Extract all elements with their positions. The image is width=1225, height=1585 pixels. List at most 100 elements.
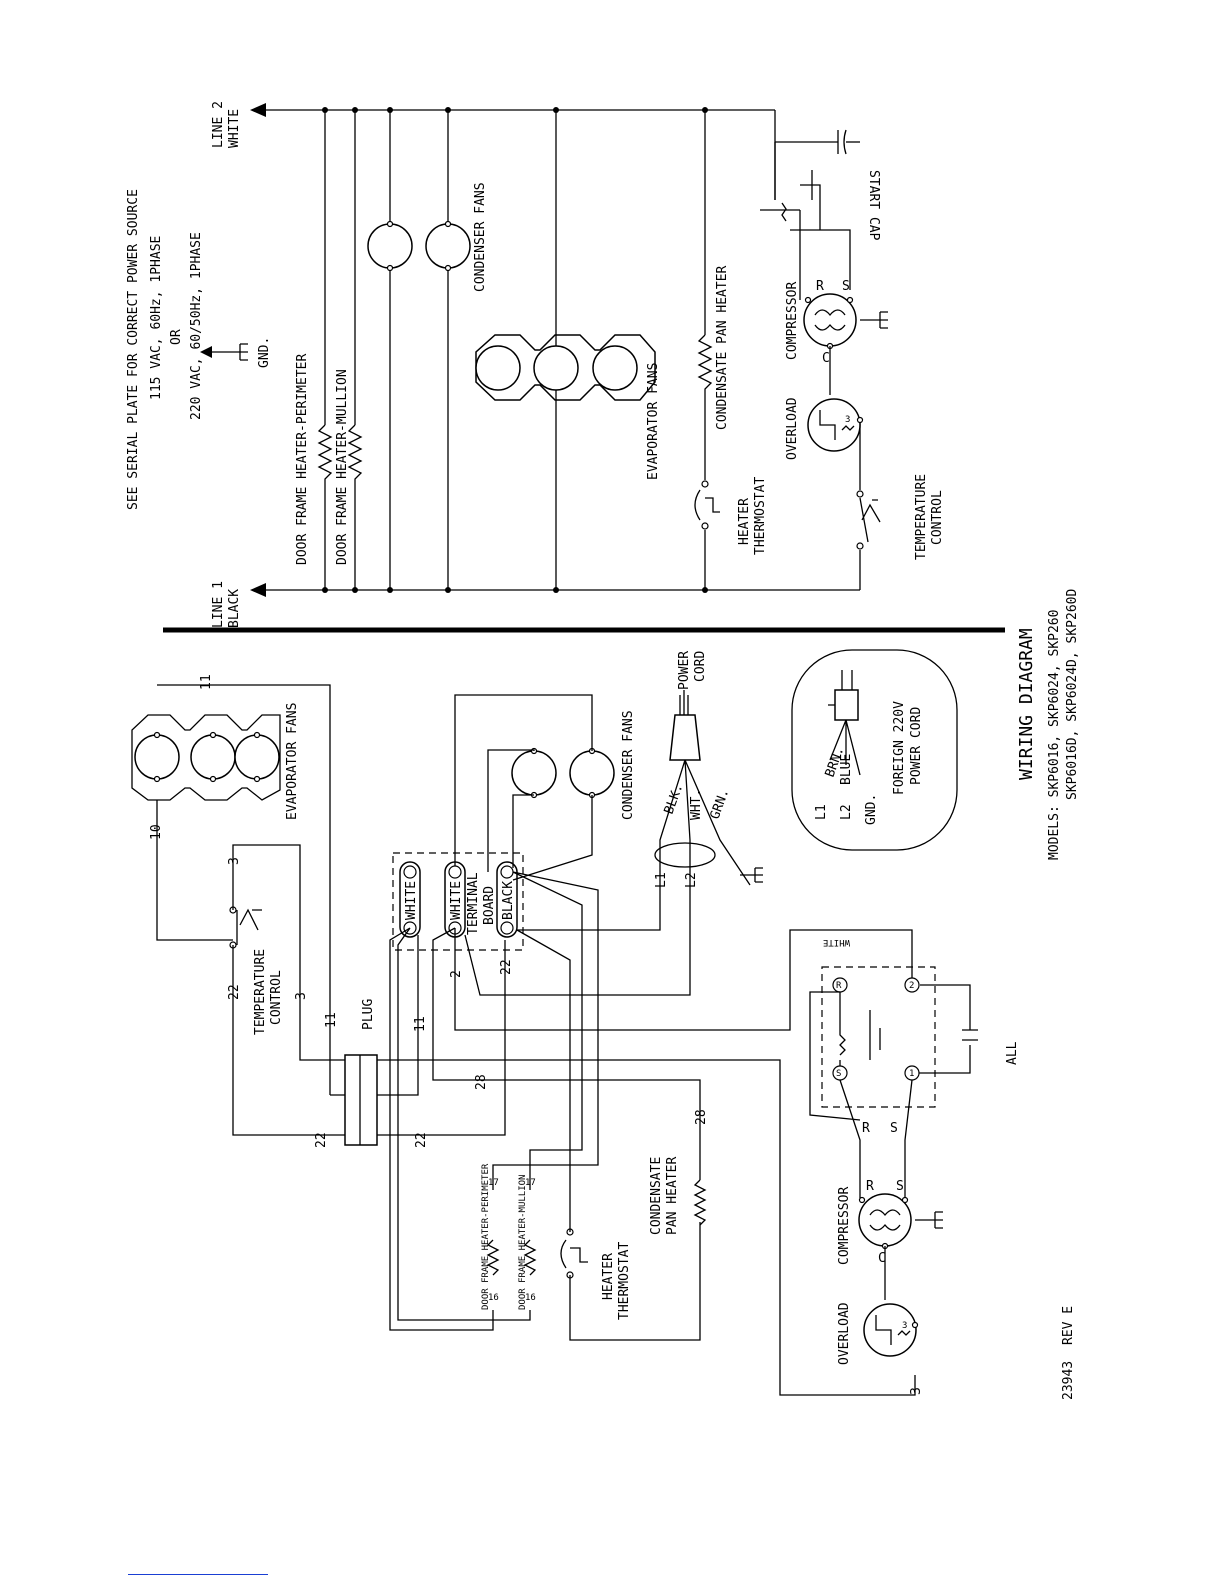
thermostat-label: THERMOSTAT xyxy=(753,477,768,555)
line1-label-a: LINE 1 xyxy=(211,581,226,628)
evaporator-fans: EVAPORATOR FANS xyxy=(475,334,661,480)
tb-white1: WHITE xyxy=(404,881,419,920)
tb-white2: WHITE xyxy=(449,881,464,920)
condenser-fan2-icon xyxy=(425,223,471,269)
foreign-gnd-label: GND. xyxy=(864,794,879,825)
pic-perimeter-heater-icon xyxy=(486,1239,500,1276)
plug-label: PLUG xyxy=(361,999,376,1030)
temp-control-icon xyxy=(859,497,881,543)
heater-label: HEATER xyxy=(737,498,752,545)
relay-frame xyxy=(821,966,936,1108)
tb-black: BLACK xyxy=(501,881,516,920)
pic-l2-label: L2 xyxy=(684,872,699,888)
cord-ground-icon xyxy=(740,867,763,883)
overload-label: OVERLOAD xyxy=(785,397,800,460)
title-block: WIRING DIAGRAM MODELS: SKP6016, SKP6024,… xyxy=(1016,589,1080,1400)
terminal-board-frame xyxy=(392,852,524,951)
power-note-line4: 220 VAC, 60/50Hz, 1PHASE xyxy=(189,232,204,420)
cord-label: CORD xyxy=(693,651,708,682)
foreign-cord-frame xyxy=(791,649,958,851)
models-line1: MODELS: SKP6016, SKP6024, SKP260 xyxy=(1047,610,1062,860)
perimeter-heater-icon xyxy=(317,424,333,495)
models-line2: SKP6016D, SKP6024D, SKP260D xyxy=(1065,589,1080,800)
svg-text:1: 1 xyxy=(909,1069,914,1079)
pic-heater-thermostat-icon xyxy=(560,1239,588,1269)
compressor-label: COMPRESSOR xyxy=(785,282,800,360)
pic-mullion-label: DOOR FRAME HEATER-MULLION xyxy=(518,1175,528,1310)
condenser-fans-label: CONDENSER FANS xyxy=(473,182,488,292)
svg-text:28: 28 xyxy=(474,1074,489,1090)
svg-text:11: 11 xyxy=(199,674,214,690)
power-note-line2: 115 VAC, 60Hz, 1PHASE xyxy=(149,236,164,400)
grn-label: GRN. xyxy=(708,787,733,822)
pic-evaporator-label: EVAPORATOR FANS xyxy=(285,703,300,820)
junction-dots xyxy=(322,107,708,593)
mullion-heater-icon xyxy=(347,424,363,495)
door-frame-heaters: DOOR FRAME HEATER-PERIMETER DOOR FRAME H… xyxy=(295,354,365,565)
comp-s-label: S xyxy=(842,279,850,294)
power-cord-plug-icon xyxy=(669,714,701,761)
pan-heater-icon xyxy=(697,334,713,405)
power-note-gnd: GND. xyxy=(257,337,272,368)
all-label: ALL xyxy=(1005,1041,1020,1065)
svg-text:2: 2 xyxy=(449,970,464,978)
svg-text:22: 22 xyxy=(499,959,514,975)
footer-underline xyxy=(128,1574,268,1575)
pic-condensate-label: CONDENSATE xyxy=(649,1157,664,1235)
foreign-l1-label: L1 xyxy=(814,804,829,820)
door-perimeter-label: DOOR FRAME HEATER-PERIMETER xyxy=(295,354,310,565)
line2-label-b: WHITE xyxy=(227,109,242,148)
terminal-board: WHITE WHITE BLACK TERMINAL BOARD 2 xyxy=(392,852,524,978)
compressor-circuit: START CAP R S C COMPRESSOR 3 OVERLOAD TE… xyxy=(760,129,945,560)
foreign-l2-label: L2 xyxy=(839,804,854,820)
wht-label: WHT. xyxy=(689,789,704,820)
pic-condenser-label: CONDENSER FANS xyxy=(621,710,636,820)
pictorial-door-heaters: DOOR FRAME HEATER-PERIMETER DOOR FRAME H… xyxy=(389,871,599,1331)
power-note-line1: SEE SERIAL PLATE FOR CORRECT POWER SOURC… xyxy=(126,189,141,510)
gnd-arrow-icon xyxy=(200,346,212,358)
start-cap-label: START CAP xyxy=(866,170,881,241)
pic-comp-ground-icon xyxy=(915,1211,943,1229)
line2-arrow-icon xyxy=(250,103,266,117)
pic-pan-heater-label: PAN HEATER xyxy=(665,1157,680,1235)
pic-thermostat-label: THERMOSTAT xyxy=(617,1242,632,1320)
pictorial-condenser-fans: CONDENSER FANS xyxy=(454,694,636,881)
evaporator-fan1-icon xyxy=(475,345,521,391)
pan-heater-group: CONDENSATE PAN HEATER HEATER THERMOSTAT xyxy=(690,265,768,555)
comp-r-label: R xyxy=(816,279,824,294)
pic-heater-label: HEATER xyxy=(601,1253,616,1300)
temperature-label: TEMPERATURE xyxy=(914,474,929,560)
comp-ground-icon xyxy=(860,311,888,329)
svg-text:S: S xyxy=(890,1121,898,1136)
evaporator-fan2-icon xyxy=(533,345,579,391)
heater-thermostat-icon xyxy=(694,489,720,521)
pictorial-heater-thermostat: HEATER THERMOSTAT xyxy=(516,929,701,1341)
terminal-label: TERMINAL xyxy=(466,872,481,935)
svg-text:22: 22 xyxy=(227,984,242,1000)
line2-label-a: LINE 2 xyxy=(211,101,226,148)
schematic-branches xyxy=(322,107,861,593)
doc-number: 23943 xyxy=(1061,1361,1076,1400)
svg-text:11: 11 xyxy=(413,1016,428,1032)
comp-c-label: C xyxy=(822,351,830,366)
pic-temperature-label: TEMPERATURE xyxy=(253,949,268,1035)
svg-text:22: 22 xyxy=(414,1132,429,1148)
blue-label: BLUE xyxy=(839,754,854,785)
svg-text:22: 22 xyxy=(314,1132,329,1148)
foreign-title1: FOREIGN 220V xyxy=(892,701,907,795)
pictorial-evaporator-fans: EVAPORATOR FANS 11 10 xyxy=(131,674,331,1095)
door-mullion-label: DOOR FRAME HEATER-MULLION xyxy=(335,369,350,565)
svg-text:R: R xyxy=(836,981,842,991)
power-note-line3: OR xyxy=(169,329,184,345)
svg-text:3: 3 xyxy=(845,415,850,425)
board-label: BOARD xyxy=(482,886,497,925)
svg-text:10: 10 xyxy=(149,824,164,840)
pic-compressor-label: COMPRESSOR xyxy=(837,1187,852,1265)
svg-text:28: 28 xyxy=(694,1109,709,1125)
plug-icon xyxy=(834,689,859,721)
pictorial-plug: PLUG 22 22 11 22 xyxy=(314,935,514,1148)
svg-text:16: 16 xyxy=(525,1293,536,1303)
svg-text:R: R xyxy=(866,1179,874,1194)
pictorial-compressor: R 2 S 1 WHITE ALL R S R S C COMPRESSOR 3… xyxy=(454,928,1020,1395)
